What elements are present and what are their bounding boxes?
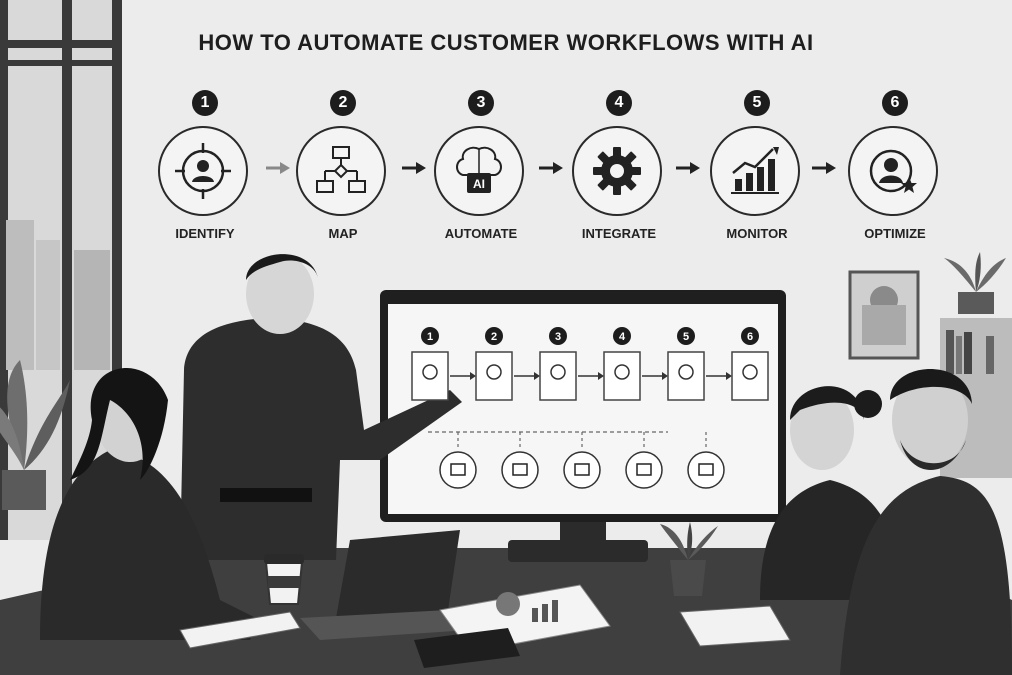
monitor-step-box: [731, 351, 769, 401]
phone-icon: [563, 451, 601, 489]
monitor-step-number: [677, 327, 695, 345]
step-icon-circle: [572, 126, 662, 216]
monitor-step-number: [613, 327, 631, 345]
monitor-step-glyph: [486, 364, 502, 380]
monitor-arrow-head: [726, 372, 732, 380]
step-number: 1: [192, 90, 218, 116]
chat-icon: [439, 451, 477, 489]
monitor-arrow-head: [598, 372, 604, 380]
database-icon-glyph: [698, 463, 714, 476]
step-number: 6: [882, 90, 908, 116]
person-left: [40, 367, 260, 640]
database-icon: [687, 451, 725, 489]
laptop: [300, 530, 470, 640]
monitor-step-glyph: [614, 364, 630, 380]
monitor-step-glyph: [742, 364, 758, 380]
phone-icon-glyph: [574, 463, 590, 476]
monitor-step-number-text: 3: [555, 331, 561, 343]
coffee-cup: [264, 554, 304, 605]
arrow-right-icon: [402, 162, 426, 174]
person-right-writer: [840, 369, 1012, 675]
monitor-step-glyph: [678, 364, 694, 380]
email-icon: [501, 451, 539, 489]
presenter: [180, 254, 462, 560]
plant-left: [0, 360, 70, 510]
arrow-right-icon: [812, 162, 836, 174]
step-icon-circle: AI: [434, 126, 524, 216]
workflow-steps: 1 IDENTIFY 2: [0, 0, 1012, 260]
notebook-left: [179, 611, 301, 649]
monitor-step-number-text: 6: [747, 331, 753, 343]
wall-picture: [848, 270, 920, 360]
calendar-icon: [625, 451, 663, 489]
monitor-step-number: [741, 327, 759, 345]
monitor-step-number-text: 1: [427, 331, 433, 343]
monitor-step-box: [475, 351, 513, 401]
window: [0, 0, 122, 540]
calendar-icon-glyph: [636, 463, 652, 476]
gear-icon: [593, 147, 641, 195]
arrow-right-icon: [676, 162, 700, 174]
monitor-step-number-text: 5: [683, 331, 689, 343]
monitor-screen: 1 2 3 4 5 6: [411, 327, 769, 489]
step-label: MAP: [328, 226, 358, 241]
arrow-right-icon: [539, 162, 563, 174]
monitor-step-glyph: [550, 364, 566, 380]
user-star-icon: [869, 149, 917, 193]
growth-chart-icon: [731, 147, 779, 194]
monitor-arrow-head: [470, 372, 476, 380]
step-icon-circle: [296, 126, 386, 216]
step-label: MONITOR: [726, 226, 788, 241]
ai-icon-text: AI: [473, 177, 485, 191]
step-number: 5: [744, 90, 770, 116]
arrow-right-icon: [266, 162, 290, 174]
monitor-step-box: [411, 351, 449, 401]
monitor-step-glyph: [422, 364, 438, 380]
plant-right: [944, 252, 1006, 314]
flowchart-icon: [316, 146, 366, 193]
monitor-step-number: [421, 327, 439, 345]
monitor-step-box: [539, 351, 577, 401]
step-number: 2: [330, 90, 356, 116]
notebook-right: [679, 605, 791, 647]
table-plant: [660, 522, 718, 596]
monitor-step-number-text: 2: [491, 331, 497, 343]
target-user-icon: [175, 143, 231, 199]
step-label: AUTOMATE: [444, 226, 518, 241]
step-icon-circle: [710, 126, 800, 216]
infographic-title: HOW TO AUTOMATE CUSTOMER WORKFLOWS WITH …: [198, 30, 814, 55]
email-icon-glyph: [512, 463, 528, 476]
step-icon-circle: [848, 126, 938, 216]
monitor-step-number: [485, 327, 503, 345]
monitor-step-number: [549, 327, 567, 345]
monitor-arrow-head: [534, 372, 540, 380]
step-label: IDENTIFY: [175, 226, 235, 241]
closed-notebook: [414, 628, 520, 668]
step-label: OPTIMIZE: [864, 226, 926, 241]
step-icon-circle: [158, 126, 248, 216]
ai-brain-icon: AI: [456, 146, 502, 193]
monitor-step-box: [667, 351, 705, 401]
monitor-step-box: [603, 351, 641, 401]
chat-icon-glyph: [450, 463, 466, 476]
monitor-step-number-text: 4: [619, 331, 626, 343]
monitor-arrow-head: [662, 372, 668, 380]
step-label: INTEGRATE: [581, 226, 657, 241]
step-number: 4: [606, 90, 632, 116]
step-number: 3: [468, 90, 494, 116]
